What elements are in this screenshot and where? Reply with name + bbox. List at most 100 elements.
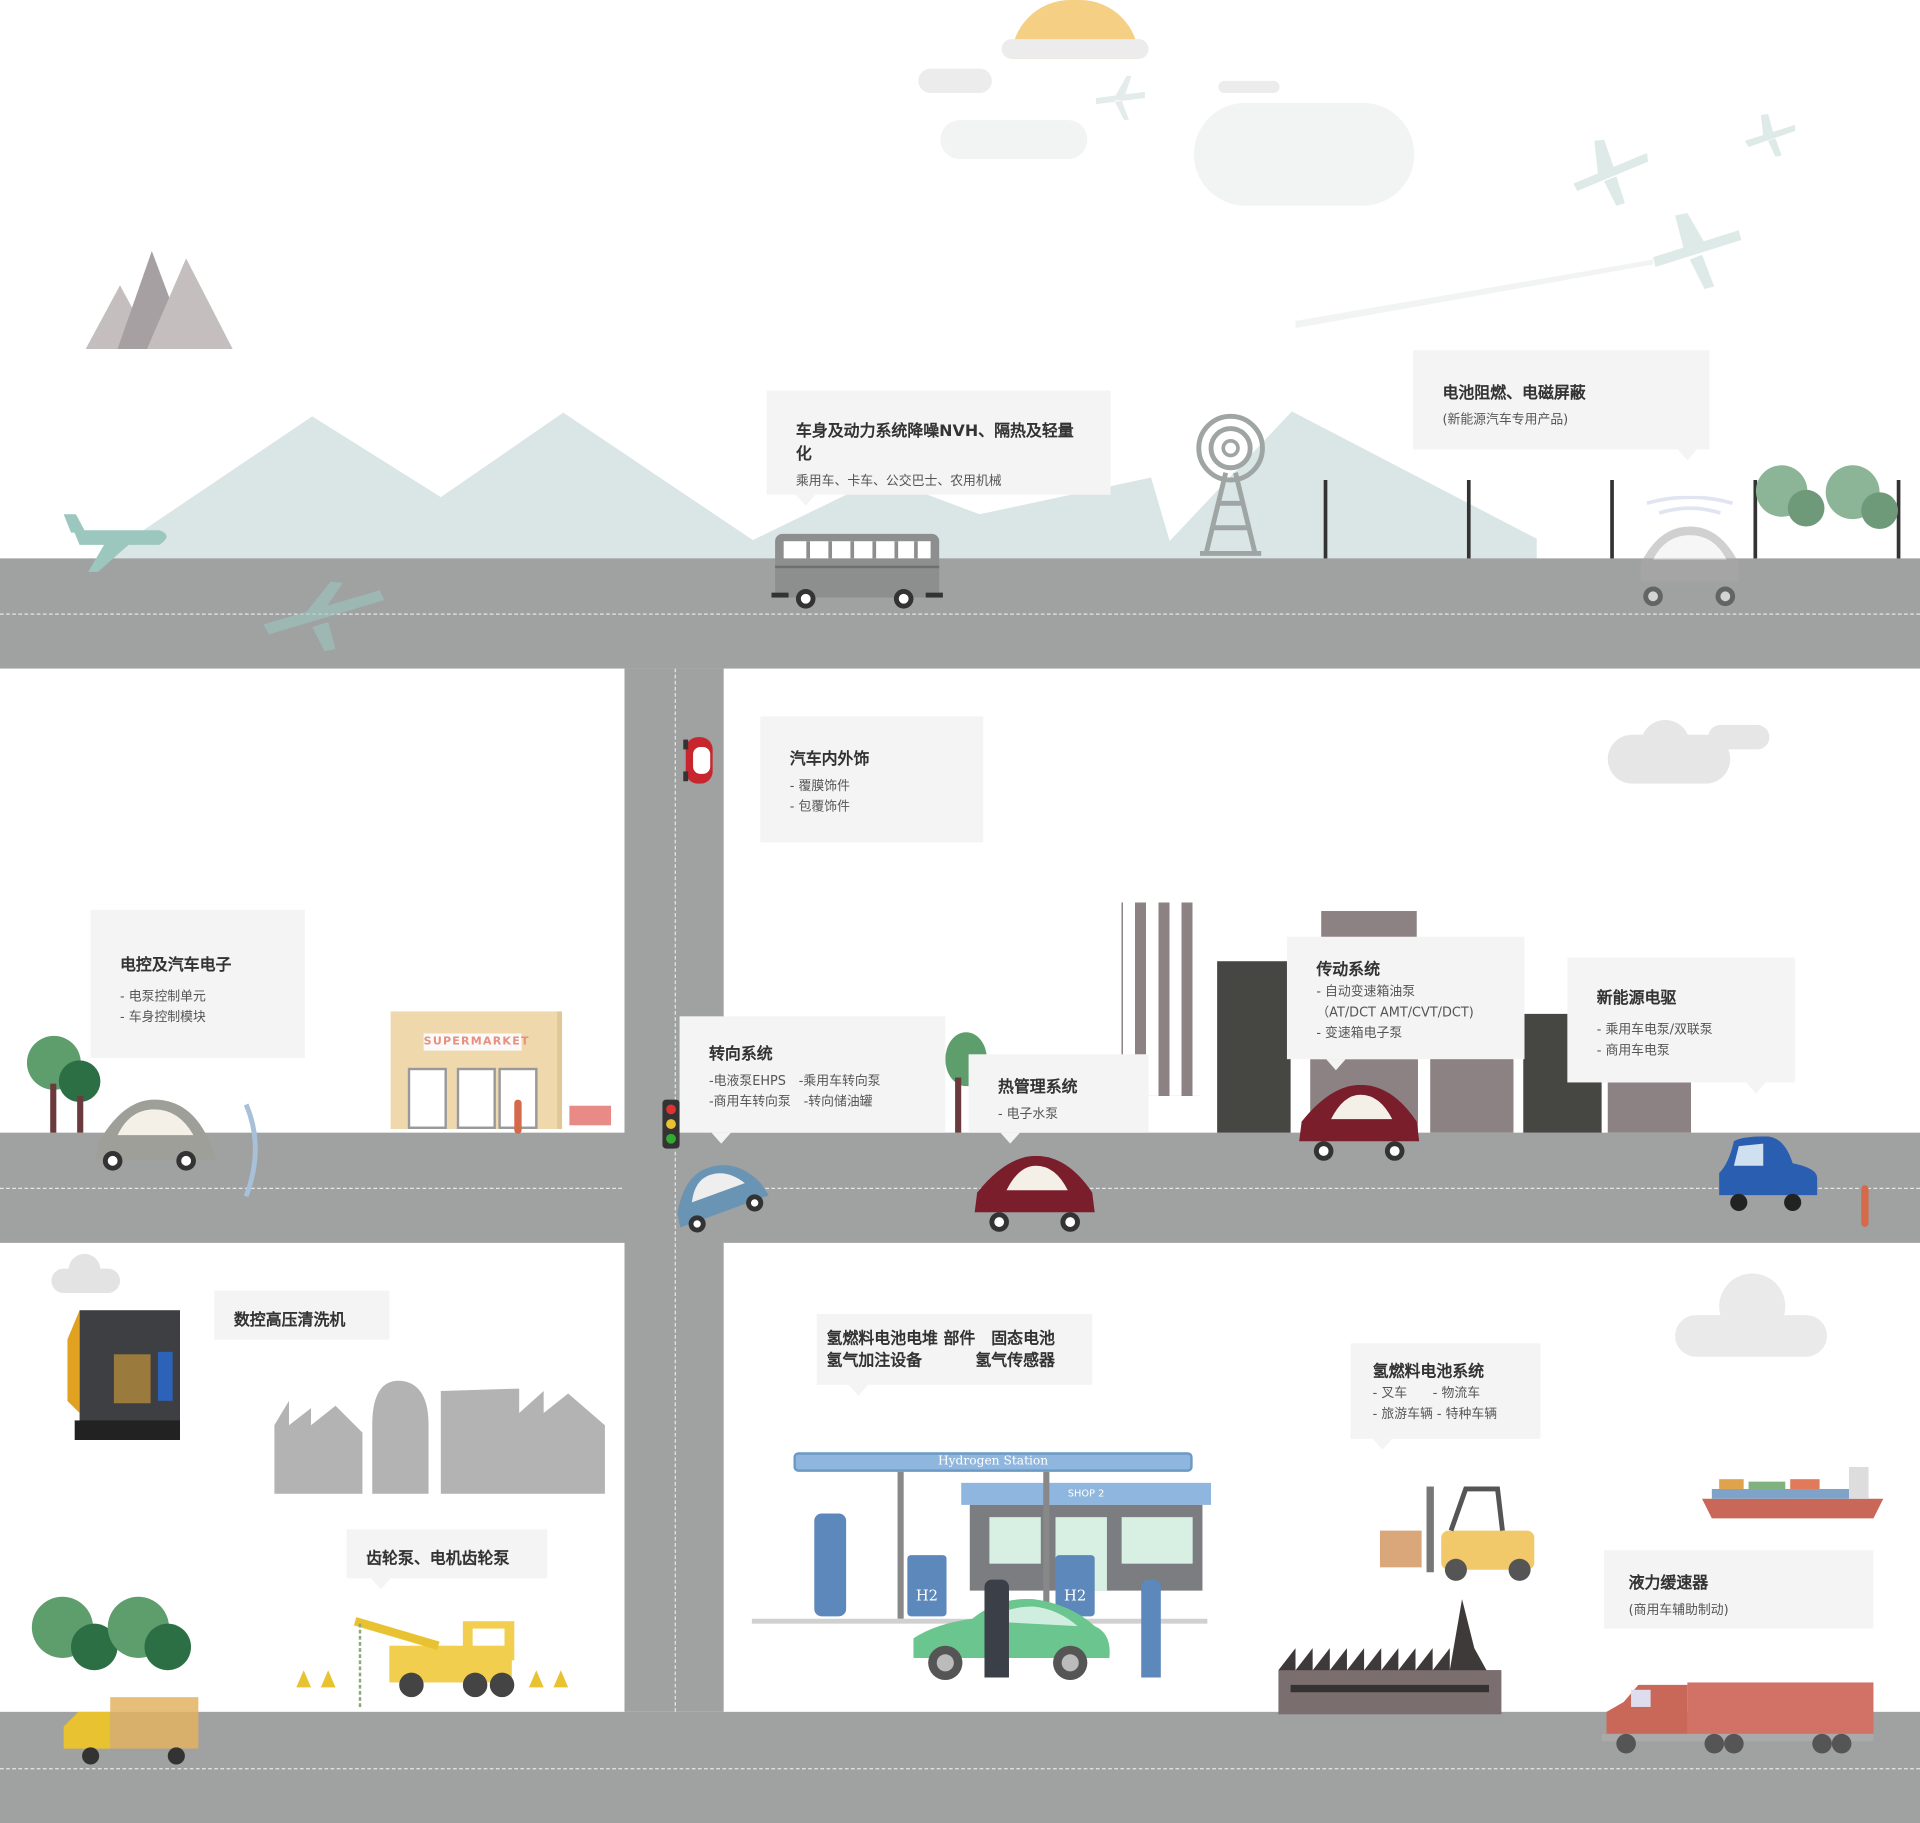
callout-interior: 汽车内外饰 - 覆膜饰件 - 包覆饰件: [760, 716, 984, 843]
factory-silhouette-icon: [274, 1380, 605, 1494]
radio-tower-icon: [1196, 413, 1265, 556]
callout-title: 热管理系统: [997, 1078, 1078, 1098]
callout-item: - 乘用车电泵/双联泵: [1596, 1022, 1713, 1038]
semi-truck-icon: [1601, 1682, 1874, 1754]
callout-pointer: [711, 1132, 732, 1144]
factory-icon: [1278, 1599, 1502, 1715]
callout-title: 车身及动力系统降噪NVH、隔热及轻量化: [795, 422, 1074, 465]
callout-title: 电控及汽车电子: [120, 956, 232, 975]
callout-pointer: [848, 1384, 869, 1396]
callout-pointer: [1372, 1438, 1393, 1450]
callout-transmission: 传动系统 - 自动变速箱油泵 （AT/DCT AMT/CVT/DCT) - 变速…: [1286, 936, 1525, 1071]
callout-title: 电池阻燃、电磁屏蔽: [1442, 384, 1586, 403]
airplane-icon: [1095, 75, 1145, 121]
building-icon: [1607, 1082, 1692, 1133]
callout-line: 氢燃料电池电堆 部件 固态电池: [826, 1329, 1055, 1349]
cloud-icon: [1193, 102, 1415, 206]
callout-title: 传动系统: [1316, 961, 1381, 980]
callout-title: 液力缓速器: [1628, 1574, 1709, 1594]
pedestrian-icon: [1861, 1185, 1869, 1227]
cloud-icon: [1640, 720, 1690, 769]
cloud-icon: [940, 120, 1088, 160]
cloud-icon: [1719, 1273, 1786, 1340]
hydrogen-station-sign: Hydrogen Station: [793, 1452, 1193, 1472]
shop-sign: SHOP 2: [961, 1482, 1212, 1505]
callout-pointer: [795, 494, 816, 506]
callout-battery: 电池阻燃、电磁屏蔽 (新能源汽车专用产品): [1413, 350, 1710, 461]
green-car-icon: [913, 1598, 1110, 1681]
callout-washer: 数控高压清洗机: [214, 1290, 390, 1340]
gray-mountains-icon: [85, 251, 233, 349]
car-icon: [974, 1155, 1095, 1232]
tree-icon: [1861, 492, 1898, 529]
callout-h2-system: 氢燃料电池系统 - 叉车 - 物流车 - 旅游车辆 - 特种车辆: [1350, 1343, 1541, 1450]
h2-dispenser: H2: [907, 1555, 947, 1617]
callout-item: - 车身控制模块: [120, 1010, 206, 1025]
callout-h2-parts: 氢燃料电池电堆 部件 固态电池 氢气加注设备 氢气传感器: [816, 1313, 1093, 1396]
car-icon: [95, 1099, 258, 1198]
callout-pointer: [1746, 1082, 1766, 1094]
building-icon: [1321, 911, 1417, 938]
callout-item: - 电泵控制单元: [120, 989, 206, 1005]
callout-ev-drive: 新能源电驱 - 乘用车电泵/双联泵 - 商用车电泵: [1567, 957, 1796, 1094]
car-icon: [1299, 1084, 1420, 1161]
tree-icon: [58, 1060, 101, 1103]
forklift-icon: [1380, 1486, 1535, 1581]
crane-truck-icon: [296, 1617, 569, 1707]
street-lamp-icon: [1610, 480, 1614, 561]
callout-item: - 电子水泵: [997, 1106, 1059, 1122]
callout-steering: 转向系统 -电液泵EHPS -乘用车转向泵 -商用车转向泵 -转向储油罐: [679, 1016, 946, 1144]
delivery-truck-icon: [63, 1697, 199, 1765]
supermarket-sign: SUPERMARKET: [423, 1033, 528, 1051]
pedestrian-icon: [514, 1099, 522, 1134]
callout-title: 数控高压清洗机: [233, 1311, 346, 1330]
tree-trunk: [50, 1083, 57, 1133]
callout-subtitle: 乘用车、卡车、公交巴士、农用机械: [795, 473, 1002, 489]
callout-title: 齿轮泵、电机齿轮泵: [366, 1550, 510, 1569]
car-icon: [677, 1165, 769, 1233]
callout-title: 转向系统: [708, 1045, 773, 1065]
car-icon: [1719, 1136, 1818, 1212]
tree-icon: [144, 1623, 192, 1671]
callout-pointer: [1326, 1059, 1346, 1071]
callout-gear-pump: 齿轮泵、电机齿轮泵: [346, 1529, 548, 1590]
middle-road: [0, 1132, 1920, 1243]
tree-icon: [1787, 489, 1825, 527]
car-icon: [683, 737, 713, 784]
canopy-pillar: [1043, 1471, 1050, 1619]
supermarket-building: SUPERMARKET: [390, 1011, 563, 1129]
callout-item: - 自动变速箱油泵: [1316, 984, 1416, 1000]
callout-item: - 商用车电泵: [1596, 1043, 1670, 1058]
callout-subtitle: (新能源汽车专用产品): [1442, 412, 1569, 428]
callout-item: （AT/DCT AMT/CVT/DCT): [1316, 1005, 1474, 1021]
tree-trunk: [77, 1095, 84, 1133]
cloud-icon: [1708, 724, 1770, 750]
airplane-icon: [1295, 213, 1742, 329]
canopy-pillar: [897, 1471, 904, 1619]
callout-line: 氢气加注设备 氢气传感器: [826, 1351, 1055, 1371]
street-lamp-icon: [1466, 480, 1471, 561]
airplane-icon: [63, 514, 167, 572]
street-lamp-icon: [1753, 480, 1758, 561]
callout-item: - 旅游车辆 - 特种车辆: [1372, 1406, 1498, 1422]
street-lamp-icon: [1896, 480, 1901, 561]
cloud-icon: [1001, 39, 1149, 59]
callout-title: 汽车内外饰: [789, 750, 870, 769]
callout-item: - 包覆饰件: [789, 799, 850, 815]
car-icon: [1640, 495, 1739, 607]
callout-item: - 变速箱电子泵: [1316, 1026, 1403, 1041]
callout-nvh: 车身及动力系统降噪NVH、隔热及轻量化 乘用车、卡车、公交巴士、农用机械: [766, 390, 1111, 506]
callout-pointer: [1677, 449, 1698, 461]
callout-item: -商用车转向泵 -转向储油罐: [708, 1094, 873, 1110]
info-pillar: [814, 1513, 847, 1617]
callout-title: 新能源电驱: [1596, 989, 1677, 1008]
traffic-light-icon: [662, 1099, 680, 1149]
callout-item: - 叉车 - 物流车: [1372, 1386, 1481, 1401]
tree-trunk: [955, 1077, 962, 1133]
cloud-icon: [918, 68, 992, 94]
building-icon: [1217, 961, 1291, 1133]
callout-pointer: [1000, 1132, 1021, 1144]
callout-thermal: 热管理系统 - 电子水泵: [968, 1054, 1149, 1144]
callout-electronics: 电控及汽车电子 - 电泵控制单元 - 车身控制模块: [90, 909, 305, 1058]
